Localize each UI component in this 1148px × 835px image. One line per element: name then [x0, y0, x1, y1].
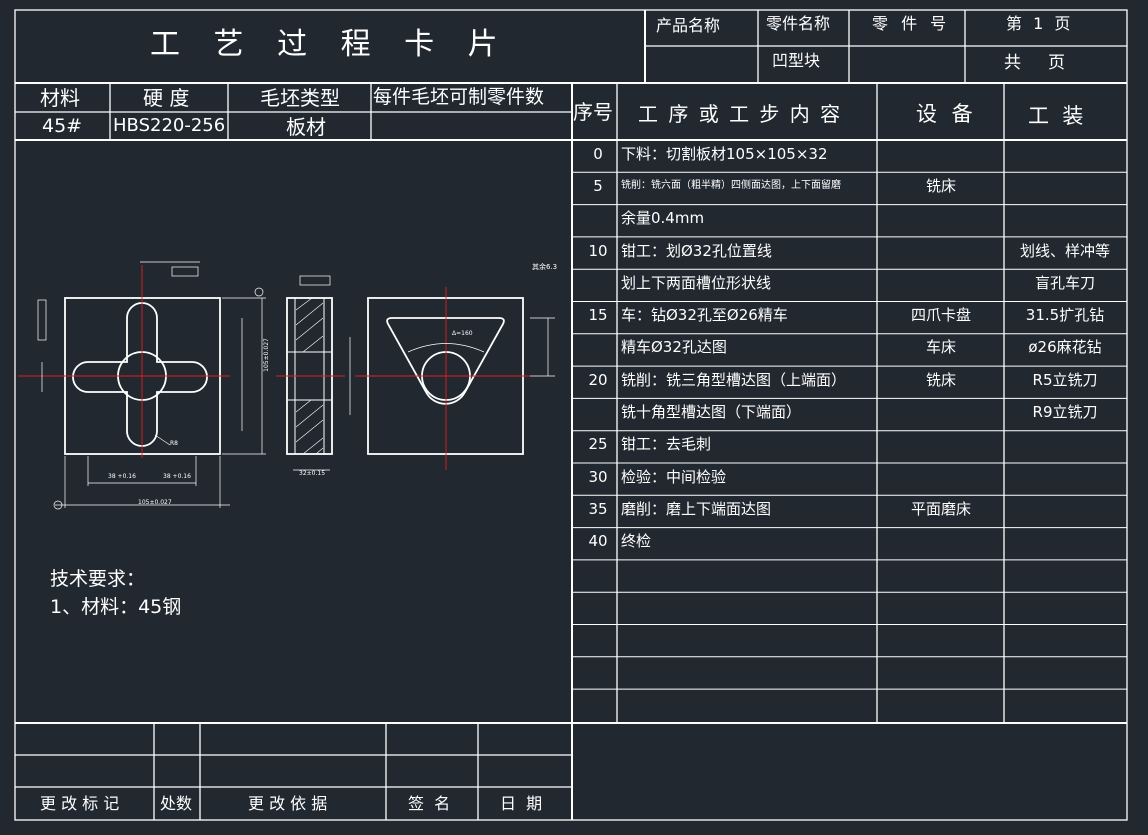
process-cell-tooling: 盲孔车刀	[1034, 273, 1095, 292]
revision-sign-label: 签 名	[408, 794, 451, 813]
hardness-value: HBS220-256	[113, 115, 226, 136]
front-view	[18, 261, 266, 510]
top-view	[355, 287, 555, 470]
process-cell-seq: 10	[588, 241, 608, 260]
part-name-label: 零件名称	[766, 14, 831, 33]
process-cell-equipment: 铣床	[925, 370, 956, 389]
process-cell-tooling: R5立铣刀	[1032, 370, 1098, 389]
process-cell-tooling: 划线、样冲等	[1019, 241, 1110, 260]
process-cell-equipment: 四爪卡盘	[910, 306, 971, 325]
process-cell-content: 余量0.4mm	[621, 209, 705, 228]
process-cell-seq: 35	[588, 499, 608, 518]
blank-type-value: 板材	[286, 115, 326, 139]
process-cell-tooling: R9立铣刀	[1032, 403, 1098, 422]
roughness-note: 其余6.3	[532, 263, 558, 271]
process-cell-content: 铣十角型槽达图（下端面）	[621, 403, 802, 422]
process-cell-content: 铣削：铣三角型槽达图（上端面）	[621, 370, 847, 389]
process-cell-seq: 30	[588, 467, 608, 486]
dim-triangle-angle: Δ=160	[452, 330, 473, 337]
process-cell-equipment: 平面磨床	[910, 499, 971, 518]
card-title: 工 艺 过 程 卡 片	[150, 27, 510, 62]
part-name-value: 凹型块	[772, 51, 821, 70]
product-name-label: 产品名称	[656, 16, 721, 35]
process-cell-seq: 15	[588, 306, 608, 325]
process-cell-equipment: 车床	[925, 338, 956, 357]
dim-slot-right: 38 +0.16	[163, 473, 191, 480]
revision-mark-label: 更 改 标 记	[40, 794, 120, 813]
process-cell-content: 划上下两面槽位形状线	[621, 273, 772, 292]
seq-header: 序号	[573, 100, 613, 124]
parts-per-blank-header: 每件毛坯可制零件数	[373, 86, 545, 108]
tech-requirement-item: 1、材料：45钢	[50, 596, 182, 618]
process-cell-content: 钳工：去毛刺	[621, 435, 712, 454]
process-cell-seq: 5	[593, 176, 603, 195]
material-header: 材料	[40, 86, 80, 110]
process-cell-seq: 0	[593, 144, 603, 163]
dim-thickness: 32±0.15	[299, 470, 326, 477]
process-cell-tooling: ø26麻花钻	[1028, 338, 1102, 357]
dim-overall-width: 105±0.027	[138, 499, 172, 506]
revision-date-label: 日 期	[500, 794, 543, 813]
frame-lines	[14, 9, 1128, 821]
section-view	[276, 275, 351, 471]
revision-place-label: 处数	[160, 794, 193, 813]
process-cell-content: 钳工：划Ø32孔位置线	[621, 241, 772, 260]
content-header: 工 序 或 工 步 内 容	[638, 102, 843, 126]
process-row-lines	[572, 171, 1127, 690]
process-cell-seq: 20	[588, 370, 608, 389]
blank-type-header: 毛坯类型	[260, 86, 340, 110]
process-cell-tooling: 31.5扩孔钻	[1025, 306, 1105, 325]
process-cell-content: 终检	[621, 532, 652, 551]
process-cell-seq: 25	[588, 435, 608, 454]
material-value: 45#	[42, 115, 83, 137]
total-pages-label: 共 页	[1004, 53, 1066, 73]
process-cell-seq: 40	[588, 532, 608, 551]
process-cell-content: 下料：切割板材105×105×32	[621, 144, 828, 163]
process-cell-content: 车：钻Ø32孔至Ø26精车	[621, 306, 788, 325]
radius-label: R8	[170, 440, 178, 447]
tech-requirements-title: 技术要求：	[50, 568, 146, 590]
page-number-label: 第 1 页	[1006, 14, 1074, 33]
dim-overall-height: 105±0.027	[262, 338, 270, 372]
equipment-header: 设 备	[916, 102, 977, 126]
process-cell-equipment: 铣床	[925, 176, 956, 195]
dim-slot-left: 38 +0.16	[108, 473, 136, 480]
process-cell-content: 精车Ø32孔达图	[621, 338, 727, 357]
process-cell-content: 磨削：磨上下端面达图	[621, 499, 772, 518]
process-cell-content: 检验：中间检验	[621, 467, 727, 486]
process-cell-content: 铣削：铣六面（粗半精）四侧面达图，上下面留磨	[621, 180, 841, 192]
revision-basis-label: 更 改 依 据	[248, 794, 328, 813]
hardness-header: 硬 度	[143, 86, 190, 110]
part-no-label: 零 件 号	[872, 14, 951, 33]
tooling-header: 工 装	[1028, 104, 1084, 128]
